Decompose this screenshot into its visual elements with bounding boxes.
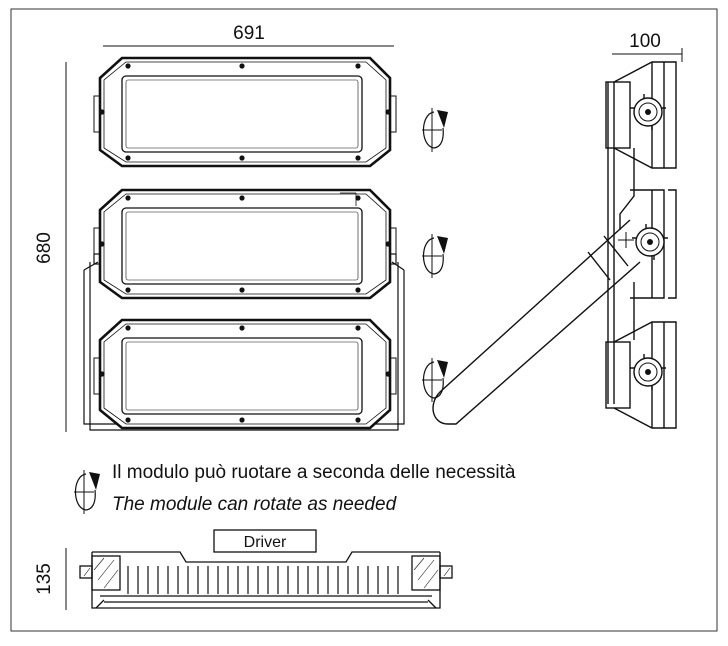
- caption-italian: Il modulo può ruotare a seconda delle ne…: [112, 462, 516, 483]
- height-dimension-value: 680: [34, 232, 55, 264]
- width-dimension: 691: [103, 23, 394, 47]
- pivot-joint-bottom: [630, 354, 666, 390]
- driver-label: Driver: [244, 534, 287, 551]
- driver-section-drawing: [79, 529, 453, 609]
- driver-height-dimension-value: 135: [34, 563, 55, 595]
- drawing-frame: [10, 8, 718, 632]
- driver-height-dimension: 135: [34, 548, 67, 610]
- section-hatching: [83, 557, 451, 589]
- depth-dimension: 100: [612, 31, 683, 62]
- caption-english: The module can rotate as needed: [112, 494, 397, 515]
- rotation-arrow-icon: [421, 357, 449, 403]
- led-module-bottom: [93, 318, 397, 430]
- width-dimension-value: 691: [233, 23, 265, 44]
- depth-dimension-value: 100: [629, 31, 661, 52]
- pivot-joint-middle: [632, 224, 668, 260]
- rotation-arrow-icon: [73, 469, 101, 515]
- rotation-arrow-icon: [421, 107, 449, 153]
- arm-pivot: [618, 232, 634, 248]
- pivot-joint-top: [630, 94, 666, 130]
- height-dimension: 680: [34, 62, 67, 432]
- rotation-arrow-icon: [421, 233, 449, 279]
- led-module-middle: [93, 188, 397, 300]
- led-module-top: [93, 56, 397, 168]
- heatsink-fins: [127, 566, 399, 594]
